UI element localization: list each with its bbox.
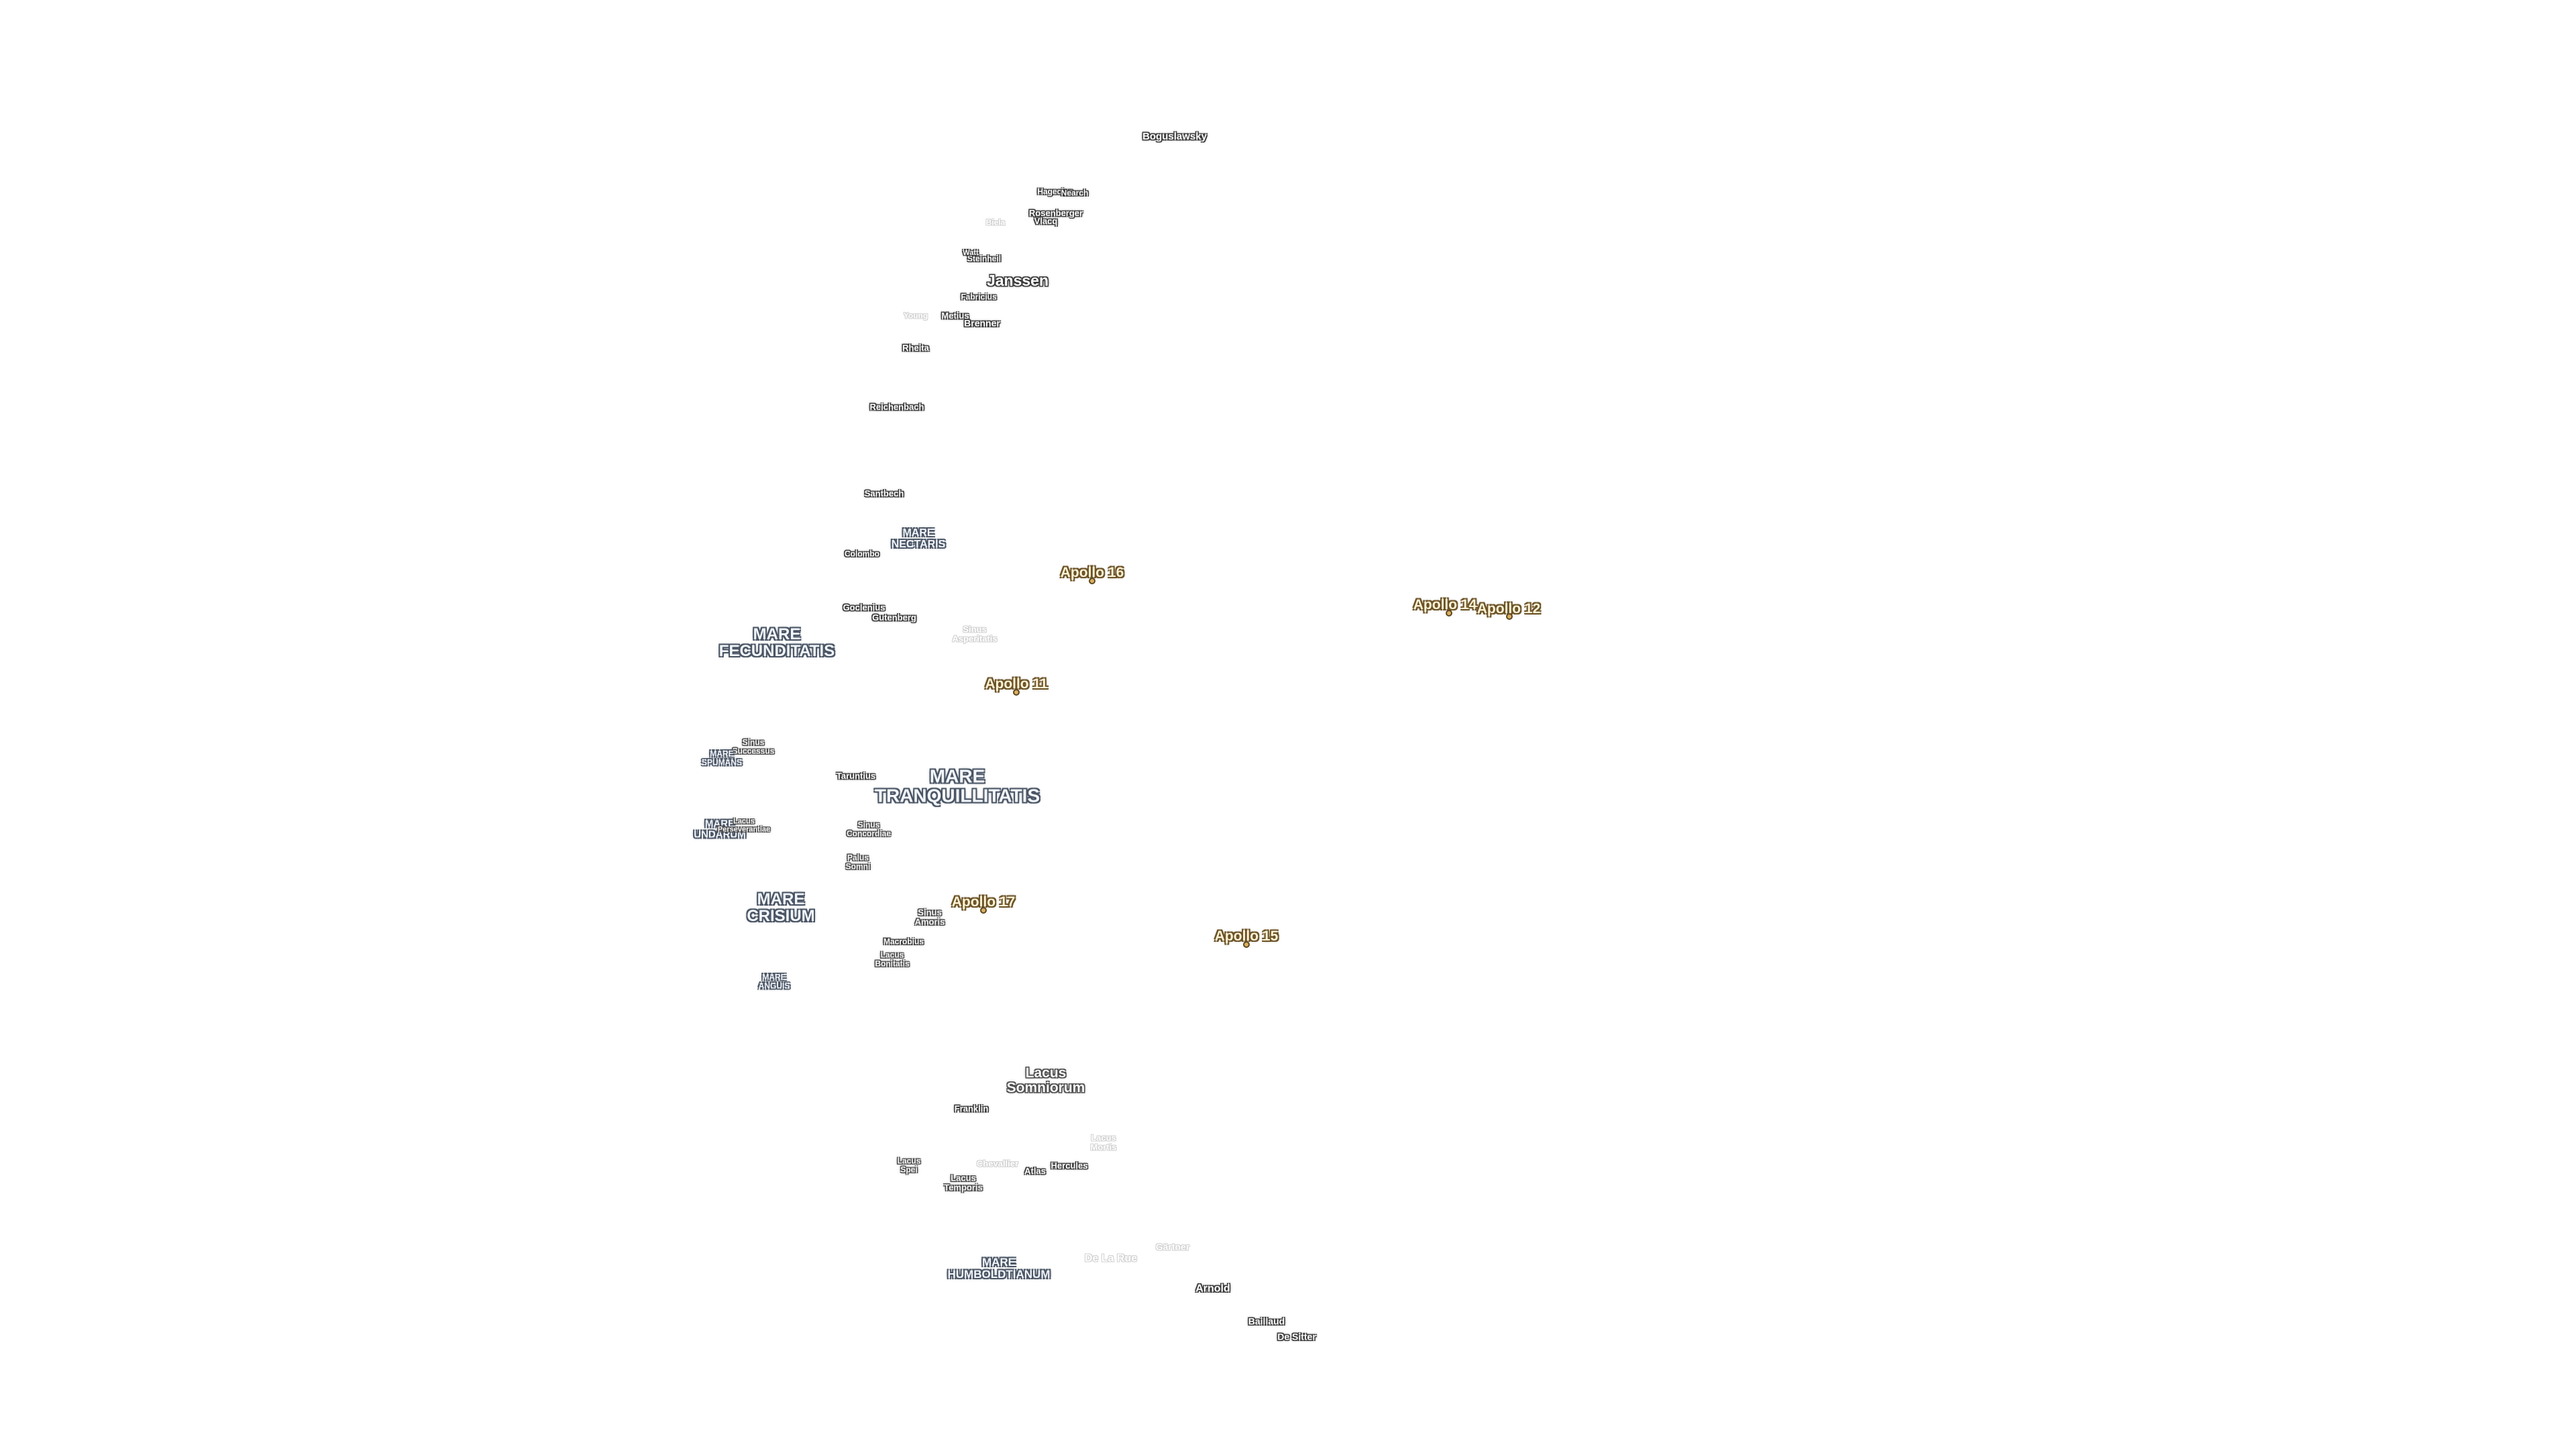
apollo-11-label[interactable]: Apollo 11 — [985, 676, 1048, 692]
label-macrobius[interactable]: Macrobius — [883, 936, 924, 947]
label-lacus-perseverantiae[interactable]: Lacus Perseverantiae — [717, 817, 771, 833]
label-gutenberg[interactable]: Gutenberg — [872, 612, 916, 623]
label-metius[interactable]: Metius — [941, 311, 969, 321]
label-lacus-bonitatis[interactable]: Lacus Bonitatis — [875, 950, 910, 968]
label-boguslawsky[interactable]: Boguslawsky — [1142, 131, 1207, 143]
label-mare-crisium[interactable]: MARE CRISIUM — [747, 890, 815, 925]
label-colombo[interactable]: Colombo — [845, 549, 879, 559]
label-atlas[interactable]: Atlas — [1024, 1166, 1046, 1177]
apollo-17-marker[interactable] — [981, 908, 985, 912]
apollo-15-marker[interactable] — [1244, 943, 1248, 947]
label-de-sitter[interactable]: De Sitter — [1277, 1331, 1316, 1342]
label-lacus-mortis[interactable]: Lacus Mortis — [1090, 1132, 1117, 1152]
apollo-14-label[interactable]: Apollo 14 — [1413, 596, 1477, 612]
label-mare-nectaris[interactable]: MARE NECTARIS — [891, 527, 946, 550]
label-de-la-rue[interactable]: De La Rue — [1084, 1252, 1138, 1265]
apollo-11-marker[interactable] — [1014, 690, 1018, 694]
apollo-14-marker[interactable] — [1447, 611, 1451, 615]
label-hercules[interactable]: Hercules — [1051, 1161, 1088, 1171]
label-gartner[interactable]: Gärtner — [1155, 1241, 1190, 1252]
apollo-16-label[interactable]: Apollo 16 — [1060, 564, 1124, 580]
label-steinheil[interactable]: Steinheil — [967, 254, 1002, 264]
apollo-12-label[interactable]: Apollo 12 — [1477, 600, 1541, 616]
label-young[interactable]: Young — [903, 311, 928, 321]
label-chevallier[interactable]: Chevallier — [976, 1159, 1019, 1169]
label-mare-tranquillitatis[interactable]: MARE TRANQUILLITATIS — [874, 765, 1040, 806]
label-brenner[interactable]: Brenner — [964, 317, 1000, 329]
label-arnold[interactable]: Arnold — [1195, 1283, 1230, 1295]
label-palus-somni[interactable]: Palus Somni — [845, 853, 871, 871]
label-mare-anguis[interactable]: MARE ANGUIS — [758, 972, 790, 990]
label-mare-undarum[interactable]: MARE UNDARUM — [694, 818, 746, 840]
label-lacus-temporis[interactable]: Lacus Temporis — [944, 1173, 983, 1192]
label-reichenbach[interactable]: Reichenbach — [869, 402, 924, 413]
label-janssen[interactable]: Janssen — [986, 271, 1049, 289]
apollo-12-marker[interactable] — [1507, 614, 1511, 619]
label-franklin[interactable]: Franklin — [954, 1104, 989, 1114]
label-biela[interactable]: Biela — [985, 217, 1006, 227]
label-lacus-spei[interactable]: Lacus Spei — [897, 1156, 921, 1174]
label-santbech[interactable]: Santbech — [864, 488, 904, 499]
label-sinus-amoris[interactable]: Sinus Amoris — [914, 907, 945, 926]
apollo-17-label[interactable]: Apollo 17 — [951, 894, 1016, 910]
label-baillaud[interactable]: Baillaud — [1248, 1316, 1285, 1327]
label-goclenius[interactable]: Goclenius — [843, 602, 885, 613]
label-hagecius[interactable]: Hagecius — [1037, 186, 1073, 197]
label-rheita[interactable]: Rheita — [902, 343, 929, 354]
label-sinus-asperitatis[interactable]: Sinus Asperitatis — [952, 624, 998, 643]
label-vlacq[interactable]: Vlacq — [1034, 216, 1058, 227]
label-rosenberger[interactable]: Rosenberger — [1028, 208, 1083, 219]
label-sinus-successus[interactable]: Sinus Successus — [732, 737, 775, 755]
apollo-16-marker[interactable] — [1090, 579, 1094, 583]
label-lacus-somniorum[interactable]: Lacus Somniorum — [1006, 1065, 1085, 1095]
label-mare-humboldtianum[interactable]: MARE HUMBOLDTIANUM — [947, 1256, 1051, 1281]
label-nearch[interactable]: Nearch — [1061, 188, 1089, 198]
label-mare-fecunditatis[interactable]: MARE FECUNDITATIS — [718, 625, 835, 660]
label-taruntius[interactable]: Taruntius — [836, 771, 876, 782]
label-fabricius[interactable]: Fabricius — [961, 292, 997, 302]
label-watt[interactable]: Watt — [963, 249, 979, 258]
apollo-15-label[interactable]: Apollo 15 — [1214, 928, 1279, 944]
label-sinus-concordiae[interactable]: Sinus Concordiae — [846, 820, 892, 838]
label-mare-spumans[interactable]: MARE SPUMANS — [701, 749, 743, 767]
